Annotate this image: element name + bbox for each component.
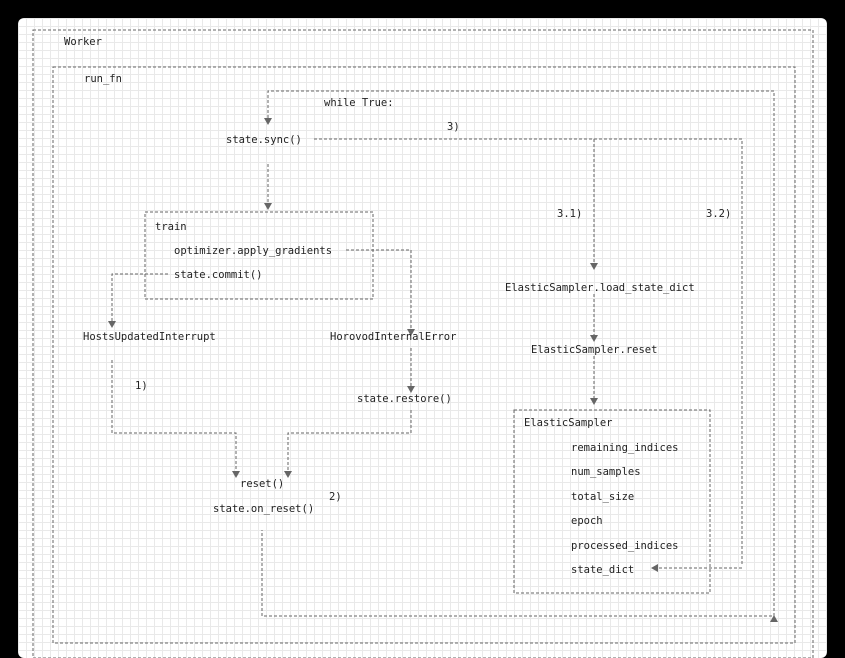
state-sync-label: state.sync() xyxy=(226,134,302,146)
horovod-error-label: HorovodInternalError xyxy=(330,331,457,343)
while-loop-arrow xyxy=(261,90,775,617)
step-2-label: 2) xyxy=(329,491,342,503)
worker-label: Worker xyxy=(64,36,102,48)
on-reset-label: state.on_reset() xyxy=(213,503,315,515)
train-box xyxy=(144,211,374,300)
hosts-to-reset-arrow xyxy=(111,360,237,471)
remaining-indices-label: remaining_indices xyxy=(571,442,679,454)
diagram-canvas: Worker run_fn while True: 3) state.sync(… xyxy=(18,18,827,658)
run-fn-box xyxy=(52,66,796,644)
load-state-dict-label: ElasticSampler.load_state_dict xyxy=(505,282,695,294)
step-3-label: 3) xyxy=(447,121,460,133)
state-dict-label: state_dict xyxy=(571,564,635,576)
step-3-2-label: 3.2) xyxy=(706,208,732,220)
step-1-label: 1) xyxy=(135,380,148,392)
hosts-updated-label: HostsUpdatedInterrupt xyxy=(83,331,216,343)
reset-label: reset() xyxy=(240,478,285,490)
epoch-label: epoch xyxy=(571,515,603,527)
step-3-1-label: 3.1) xyxy=(557,208,583,220)
run-fn-label: run_fn xyxy=(84,73,122,85)
restore-to-reset-arrow xyxy=(287,410,412,471)
worker-box xyxy=(32,29,814,658)
sampler-reset-label: ElasticSampler.reset xyxy=(531,344,658,356)
sampler-title-label: ElasticSampler xyxy=(524,417,613,429)
sync-branch-line xyxy=(314,138,743,566)
state-restore-label: state.restore() xyxy=(357,393,452,405)
apply-gradients-label: optimizer.apply_gradients xyxy=(174,245,333,257)
gradients-to-error-arrow xyxy=(346,249,412,329)
state-commit-label: state.commit() xyxy=(174,269,263,281)
total-size-label: total_size xyxy=(571,491,635,503)
diagram-connectors xyxy=(32,29,814,658)
commit-to-hosts-arrow xyxy=(111,273,168,321)
sampler-box xyxy=(513,409,711,594)
train-label: train xyxy=(155,221,187,233)
while-true-label: while True: xyxy=(324,97,394,109)
num-samples-label: num_samples xyxy=(571,466,641,478)
processed-indices-label: processed_indices xyxy=(571,540,679,552)
